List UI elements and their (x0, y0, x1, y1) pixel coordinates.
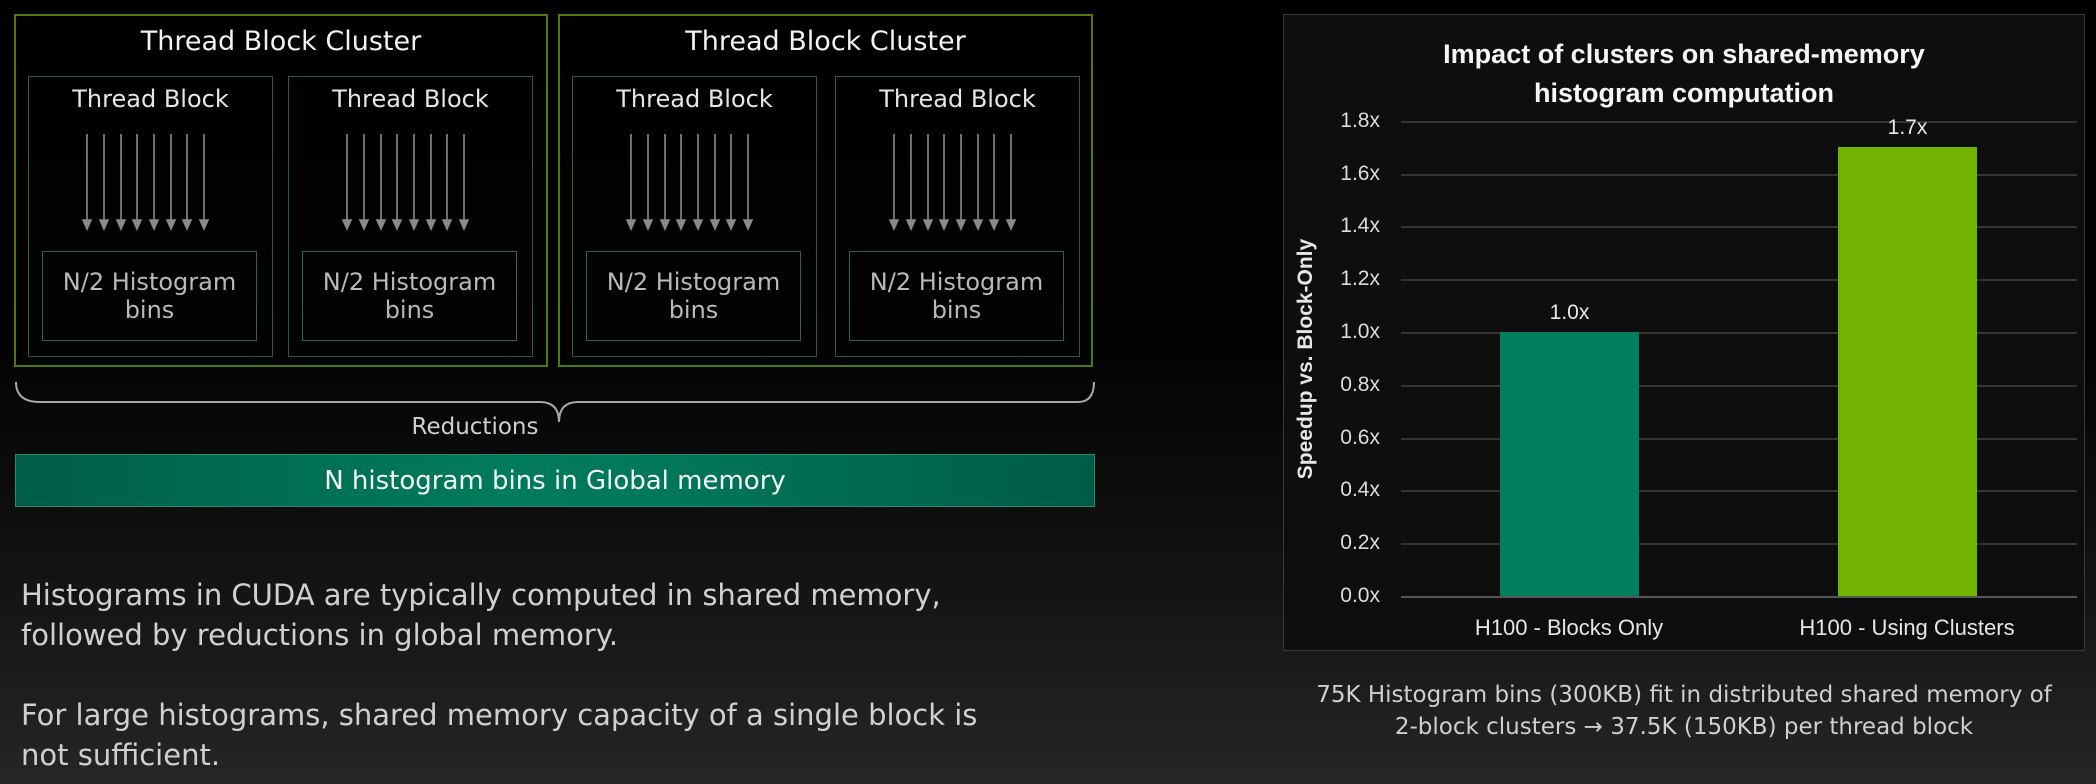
cluster-title: Thread Block Cluster (140, 26, 422, 57)
global-memory-bar: N histogram bins in Global memory (15, 454, 1095, 507)
y-tick: 1.8x (1340, 109, 1380, 132)
gridline (1401, 385, 2077, 387)
thread-arrows-icon (888, 134, 1017, 231)
y-tick: 0.4x (1340, 478, 1380, 501)
thread-block-cluster-2: Thread Block Cluster Thread Block N/2 Hi… (558, 14, 1093, 367)
thread-block-title: Thread Block (879, 85, 1036, 113)
y-tick: 1.4x (1340, 214, 1380, 237)
thread-block-title: Thread Block (332, 85, 489, 113)
thread-block: Thread Block N/2 Histogram bins (28, 76, 273, 357)
thread-block-title: Thread Block (616, 85, 773, 113)
body-paragraph-2: For large histograms, shared memory capa… (21, 698, 978, 772)
chart-panel: Impact of clusters on shared-memory hist… (1283, 14, 2085, 651)
thread-arrows-icon (81, 134, 210, 231)
histogram-bins-label: N/2 Histogram bins (869, 268, 1044, 324)
gridline (1401, 121, 2077, 123)
gridline (1401, 490, 2077, 492)
histogram-bins-box: N/2 Histogram bins (42, 251, 257, 341)
y-tick: 0.2x (1340, 531, 1380, 554)
x-category-label: H100 - Using Clusters (1799, 615, 2015, 640)
thread-block: Thread Block N/2 Histogram bins (572, 76, 817, 357)
thread-block: Thread Block N/2 Histogram bins (288, 76, 533, 357)
gridline (1401, 438, 2077, 440)
thread-arrows-icon (625, 134, 754, 231)
chart-caption-line-1: 75K Histogram bins (300KB) fit in distri… (1316, 682, 2052, 708)
y-tick: 0.8x (1340, 373, 1380, 396)
cluster-title: Thread Block Cluster (685, 26, 966, 57)
chart-title: Impact of clusters on shared-memory hist… (1284, 35, 2084, 113)
chart-caption: 75K Histogram bins (300KB) fit in distri… (1283, 679, 2085, 743)
gridline (1401, 174, 2077, 176)
histogram-bins-box: N/2 Histogram bins (849, 251, 1064, 341)
bar-using-clusters (1838, 147, 1977, 596)
histogram-bins-label: N/2 Histogram bins (606, 268, 781, 324)
gridline (1401, 543, 2077, 545)
thread-block: Thread Block N/2 Histogram bins (835, 76, 1080, 357)
x-category-label: H100 - Blocks Only (1474, 615, 1664, 640)
chart-title-line-1: Impact of clusters on shared-memory (1443, 39, 1925, 69)
y-tick: 0.6x (1340, 426, 1380, 449)
histogram-bins-label: N/2 Histogram bins (322, 268, 497, 324)
histogram-bins-box: N/2 Histogram bins (586, 251, 801, 341)
y-tick: 0.0x (1340, 584, 1380, 607)
y-tick: 1.6x (1340, 162, 1380, 185)
x-axis-line (1401, 596, 2077, 598)
y-tick: 1.2x (1340, 267, 1380, 290)
chart-caption-line-2: 2-block clusters → 37.5K (150KB) per thr… (1394, 714, 1974, 740)
body-paragraph-1: Histograms in CUDA are typically compute… (21, 578, 941, 652)
bar-blocks-only (1500, 332, 1639, 596)
thread-block-title: Thread Block (72, 85, 229, 113)
bar-value-label: 1.7x (1887, 116, 1928, 139)
histogram-bins-label: N/2 Histogram bins (62, 268, 237, 324)
chart-title-line-2: histogram computation (1533, 78, 1834, 108)
global-memory-label: N histogram bins in Global memory (324, 465, 786, 496)
y-tick: 1.0x (1340, 320, 1380, 343)
thread-arrows-icon (341, 134, 470, 231)
gridline (1401, 279, 2077, 281)
reductions-label: Reductions (411, 414, 539, 440)
histogram-bins-box: N/2 Histogram bins (302, 251, 517, 341)
bar-value-label: 1.0x (1549, 301, 1590, 324)
reduction-brace-icon (15, 381, 1095, 423)
gridline (1401, 226, 2077, 228)
gridline (1401, 332, 2077, 334)
thread-block-cluster-1: Thread Block Cluster Thread Block N/2 Hi… (14, 14, 548, 367)
